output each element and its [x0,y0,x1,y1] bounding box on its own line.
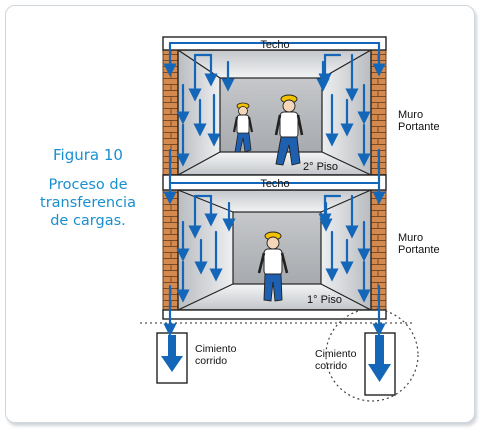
load-arrows [163,41,386,337]
foundation-highlight-circle [325,308,419,402]
wall-label-lower: Muro Portante [398,232,440,256]
floor-label-lower: 1° Piso [307,294,342,306]
figure-title-line: Proceso de [48,177,128,193]
floor-label-upper: 2° Piso [303,161,338,173]
figure-title-line: de cargas. [50,213,126,229]
load-arrow [193,194,218,227]
wall-label-upper-line1: Muro [398,109,423,121]
roof-label-top: Techo [260,39,289,51]
load-arrow [318,53,342,87]
foundation-label-right-line2: corrido [315,360,347,372]
foundation-arrows [161,335,391,382]
figure-title: Proceso de transferencia de cargas. [28,176,148,230]
foundation-label-right-line1: Cimiento [315,348,357,360]
foundation-label-left: Cimiento corrido [195,343,239,367]
foundation-label-right: Cimiento corrido [315,348,359,372]
worker-figure-small [232,102,254,153]
foundation-label-left-line2: corrido [195,355,227,367]
foundation-arrow-left [161,335,183,372]
foundation-label-left-line1: Cimiento [195,343,237,355]
worker-figure-front [257,231,289,302]
wall-label-lower-line2: Portante [398,244,440,256]
wall-label-upper: Muro Portante [398,109,440,133]
load-arrow [193,53,218,87]
floor-slab-bottom [162,309,387,320]
upper-back-wall [220,78,322,152]
wall-label-lower-line1: Muro [398,232,423,244]
roof-label-middle: Techo [260,178,289,190]
figure-title-line: transferencia [40,195,136,211]
worker-figure-large [274,94,304,166]
upper-story [177,49,372,176]
wall-label-upper-line2: Portante [398,121,440,133]
figure-number: Figura 10 [53,146,123,164]
foundation-arrow-right [368,335,391,382]
